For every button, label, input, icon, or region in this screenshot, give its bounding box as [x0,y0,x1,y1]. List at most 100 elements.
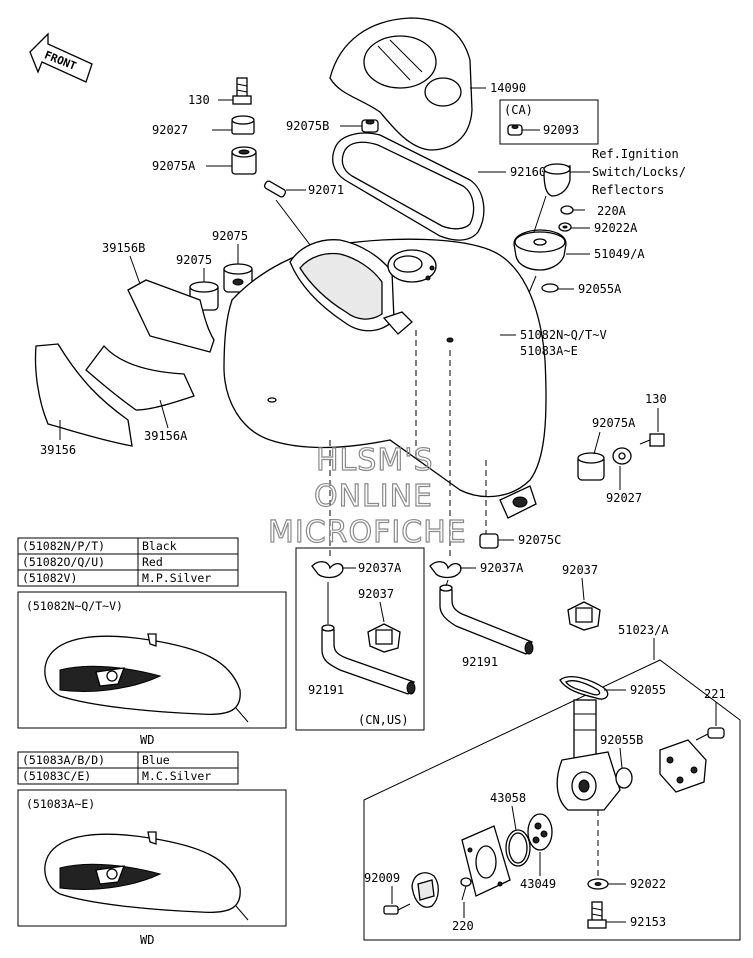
label-92027-right: 92027 [606,491,642,505]
damper-92075-b [223,263,253,293]
label-14090: 14090 [490,81,526,95]
label-92075A-top: 92075A [152,159,196,173]
label-92037-box: 92037 [358,587,394,601]
inset2-title: (51083A~E) [26,797,95,811]
bolt-92153 [587,901,607,929]
gasket-92055 [559,676,609,700]
label-92191-left: 92191 [308,683,344,697]
label-130-right: 130 [645,392,667,406]
label-92022A: 92022A [594,221,638,235]
washer-92022 [587,878,609,890]
label-39156: 39156 [40,443,76,457]
clamp-92037-right [567,601,601,631]
label-92075B: 92075B [286,119,329,133]
pin-92071 [263,180,287,198]
label-ca: (CA) [504,103,533,117]
label-39156A: 39156A [144,429,188,443]
inset-tank-51083: (51083A~E) [17,789,287,927]
label-92153: 92153 [630,915,666,929]
lever-knob [411,872,439,908]
bolt-130-right [639,433,665,447]
t2-color-1: M.C.Silver [142,769,211,783]
label-51049A: 51049/A [594,247,645,261]
label-92075C: 92075C [518,533,561,547]
t1-code-0: (51082N/P/T) [22,539,105,553]
screw-220 [460,877,472,901]
label-39156B: 39156B [102,241,145,255]
label-51023A: 51023/A [618,623,669,637]
fuel-cock-body [556,699,621,811]
screw-92009 [383,903,411,915]
label-cnus: (CN,US) [358,713,409,727]
label-92093: 92093 [543,123,579,137]
t2-color-0: Blue [142,753,170,767]
t1-color-1: Red [142,555,163,569]
t1-code-1: (51082O/Q/U) [22,555,105,569]
fuel-tank [223,238,547,519]
damper-92075C [479,533,499,549]
valve-plate [461,825,511,897]
inset2-caption: WD [140,933,154,947]
hose-92191-right [439,584,534,655]
label-220: 220 [452,919,474,933]
pad-39156B [127,279,215,353]
label-92027-top: 92027 [152,123,188,137]
label-92075-a: 92075 [176,253,212,267]
label-221: 221 [704,687,726,701]
t1-color-0: Black [142,539,177,553]
label-92055B: 92055B [600,733,643,747]
pad-39156A [85,344,195,411]
o-ring-43058 [505,829,531,867]
collar-92027-top [231,115,255,135]
label-92037A-left: 92037A [358,561,402,575]
cover-plate [659,739,707,793]
t2-code-1: (51083C/E) [22,769,91,783]
label-92037-right: 92037 [562,563,598,577]
inset-tank-51082: (51082N~Q/T~V) [17,591,287,729]
t1-color-2: M.P.Silver [142,571,211,585]
inset1-caption: WD [140,733,154,747]
label-92037A-right: 92037A [480,561,524,575]
o-ring-92055A [541,283,559,293]
label-92191-right: 92191 [462,655,498,669]
nut-92093 [507,124,523,136]
label-220A: 220A [597,204,627,218]
hose-92191-left [321,624,416,695]
watermark-line-3: MICROFICHE [268,515,467,550]
label-92022: 92022 [630,877,666,891]
t1-code-2: (51082V) [22,571,77,585]
label-130-top: 130 [188,93,210,107]
label-92160: 92160 [510,165,546,179]
washer-92022A [558,222,572,232]
t2-code-0: (51083A/B/D) [22,753,105,767]
clip-92037A-left [311,561,344,579]
label-92075A-right: 92075A [592,416,636,430]
label-92075-b: 92075 [212,229,248,243]
damper-92075B [361,119,379,133]
cn-us-box [295,547,425,731]
clip-92037A-right [429,561,462,579]
label-51083: 51083A~E [520,344,578,358]
diaphragm-43049 [527,813,553,851]
label-43049: 43049 [520,877,556,891]
screw-221 [695,727,725,741]
ref-line-3: Reflectors [592,183,664,197]
watermark-line-1: HLSM'S [316,443,434,478]
ref-line-1: Ref.Ignition [592,147,679,161]
gasket-92160 [332,132,485,241]
inset1-title: (51082N~Q/T~V) [26,599,123,613]
bolt-130-top [232,77,252,105]
fuel-cap-51049A [513,229,567,271]
ignition-switch-ref [543,163,571,197]
fuel-cock-box [363,659,741,941]
clamp-92037-box [367,623,401,653]
damper-92075A-right [577,452,605,481]
color-table-2: (51083A/B/D) Blue (51083C/E) M.C.Silver [17,751,239,785]
screw-220A [560,205,585,215]
label-51082: 51082N~Q/T~V [520,328,607,342]
collar-92027-right [612,447,632,465]
label-43058: 43058 [490,791,526,805]
damper-92075A-top [231,146,257,175]
